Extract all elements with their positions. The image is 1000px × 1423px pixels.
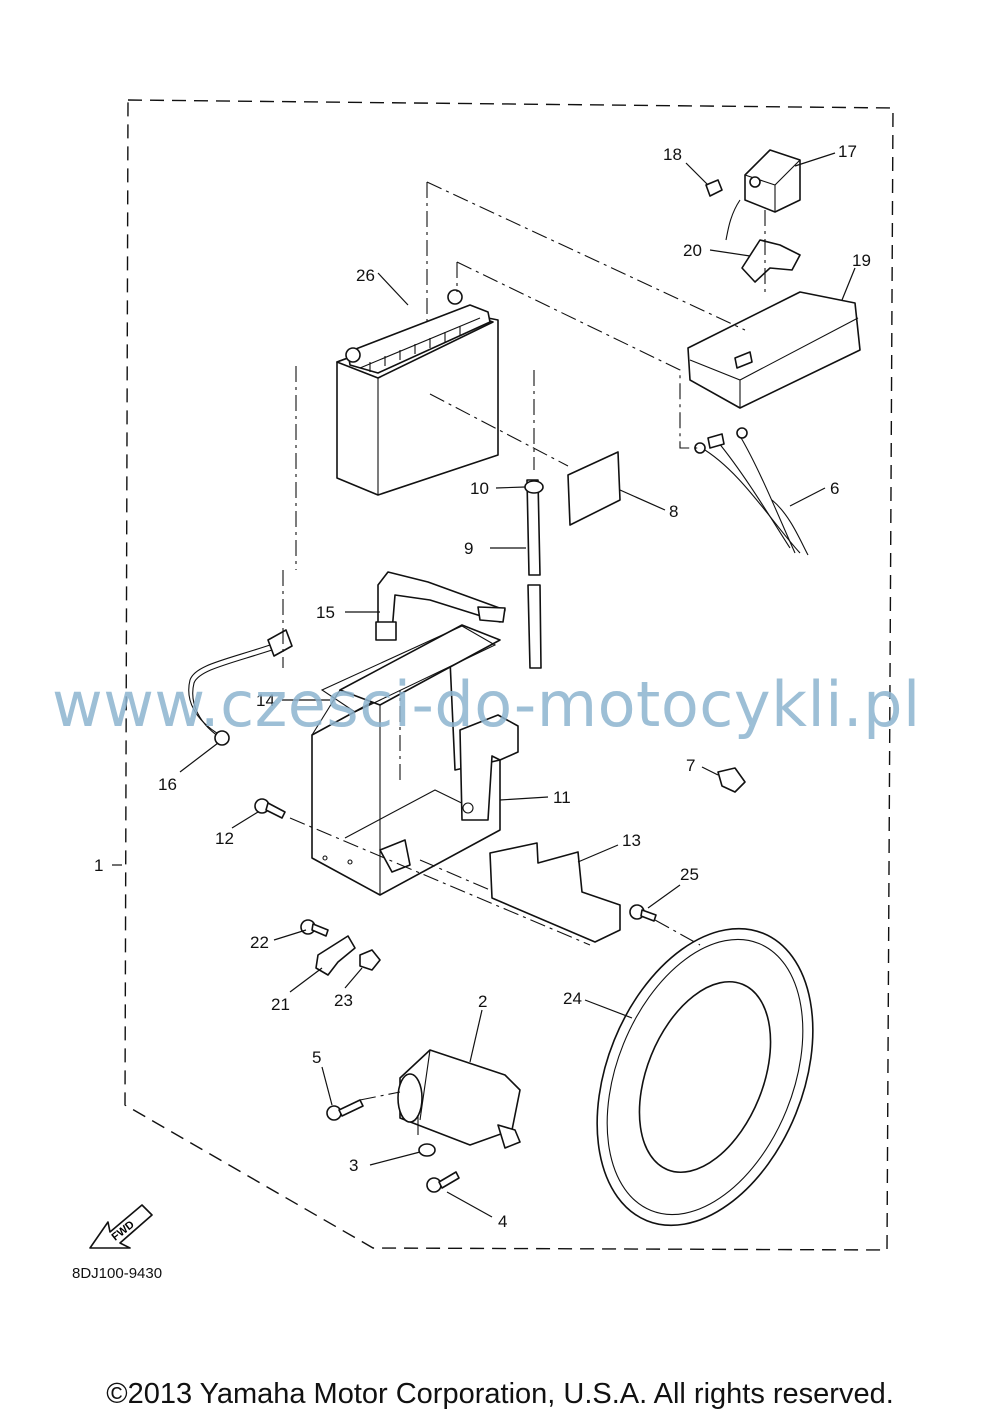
callout-9: 9 <box>464 539 473 558</box>
callout-19: 19 <box>852 251 871 270</box>
callout-13: 13 <box>622 831 641 850</box>
callout-17: 17 <box>838 142 857 161</box>
callout-26: 26 <box>356 266 375 285</box>
callout-7: 7 <box>686 756 695 775</box>
callout-20: 20 <box>683 241 702 260</box>
negative-lead <box>188 629 293 746</box>
starter-ring-gear <box>596 927 814 1227</box>
callout-5: 5 <box>312 1048 321 1067</box>
bolt-12 <box>254 798 286 819</box>
callout-labels: 1 2 3 4 5 6 7 8 9 10 11 12 13 14 15 16 1… <box>94 142 871 1231</box>
fwd-arrow: FWD <box>89 1204 153 1249</box>
callout-14: 14 <box>256 691 275 710</box>
starter-relay <box>705 149 801 283</box>
callout-2: 2 <box>478 992 487 1011</box>
callout-10: 10 <box>470 479 489 498</box>
callout-18: 18 <box>663 145 682 164</box>
leader-lines <box>112 152 856 1218</box>
callout-25: 25 <box>680 865 699 884</box>
callout-11: 11 <box>553 788 571 807</box>
callout-21: 21 <box>271 995 290 1014</box>
o-ring-3 <box>418 1143 436 1157</box>
bolt-5 <box>326 1099 364 1121</box>
callout-23: 23 <box>334 991 353 1010</box>
plate-13 <box>489 842 621 943</box>
watermark: www.czesci-do-motocykli.pl <box>52 668 921 741</box>
bolt-4 <box>426 1171 460 1193</box>
nut-23 <box>359 949 381 971</box>
callout-3: 3 <box>349 1156 358 1175</box>
callout-8: 8 <box>669 502 678 521</box>
diagram-code: 8DJ100-9430 <box>72 1265 163 1282</box>
starter-motor <box>397 1049 521 1149</box>
copyright-notice: ©2013 Yamaha Motor Corporation, U.S.A. A… <box>106 1378 894 1410</box>
clamp-7 <box>717 767 746 793</box>
callout-24: 24 <box>563 989 582 1008</box>
battery-band <box>375 571 506 641</box>
callout-12: 12 <box>215 829 234 848</box>
breather-hose <box>524 479 544 669</box>
callout-22: 22 <box>250 933 269 952</box>
callout-16: 16 <box>158 775 177 794</box>
bolt-22 <box>300 919 329 937</box>
relay-cover <box>687 291 861 409</box>
bolt-25 <box>629 904 657 922</box>
callout-1: 1 <box>94 856 103 875</box>
starter-relay-lead <box>694 427 809 556</box>
battery-box-rubber <box>320 625 497 713</box>
phantom-lines <box>282 181 766 1101</box>
clamp-21 <box>315 935 356 976</box>
battery <box>336 289 499 496</box>
rubber-sheet <box>567 451 621 526</box>
callout-4: 4 <box>498 1212 507 1231</box>
battery-box <box>311 624 519 896</box>
callout-15: 15 <box>316 603 335 622</box>
callout-6: 6 <box>830 479 839 498</box>
assembly-boundary <box>124 99 894 1251</box>
